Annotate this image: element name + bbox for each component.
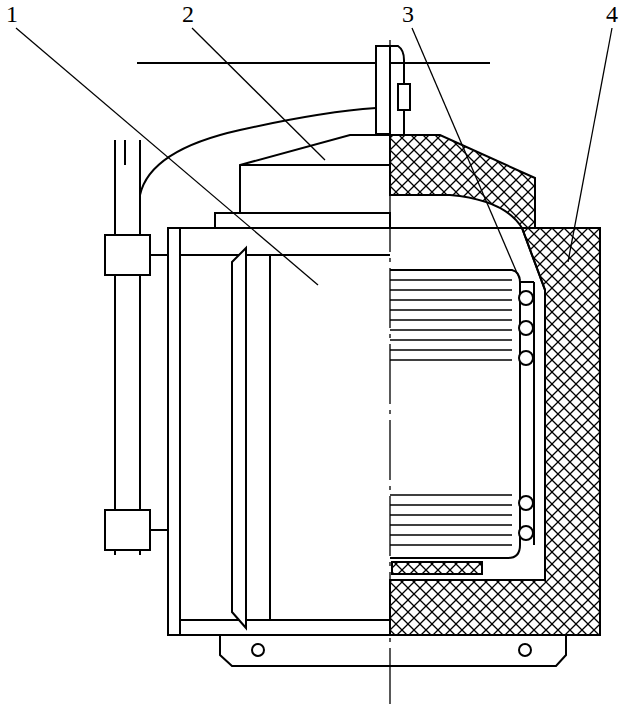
callout-number: 1 — [4, 2, 20, 26]
callout-number: 3 — [400, 2, 416, 26]
callout-number: 4 — [604, 2, 620, 26]
callout-number: 2 — [180, 2, 196, 26]
